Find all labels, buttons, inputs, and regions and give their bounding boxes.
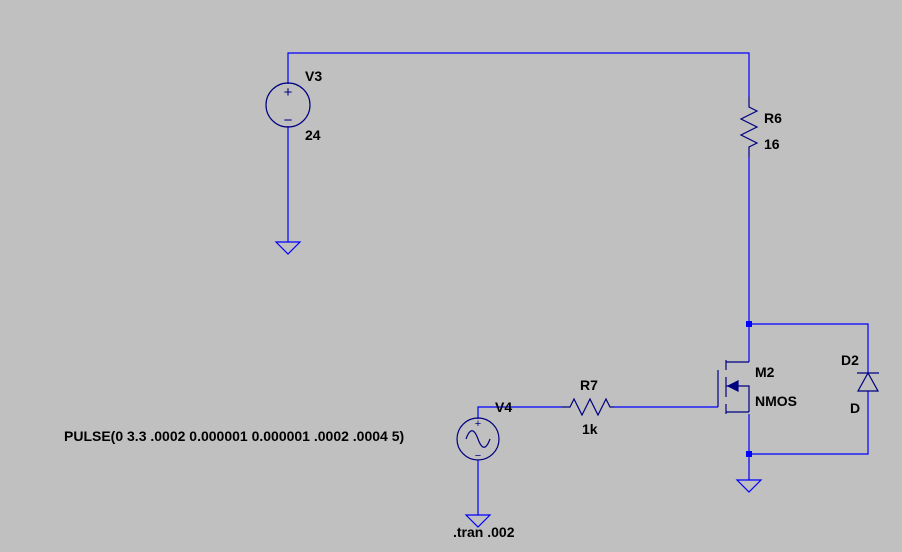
wire-diode-bottom[interactable] — [749, 391, 869, 455]
pulse-source-v4[interactable]: + − — [456, 417, 500, 462]
v4-name-label[interactable]: V4 — [495, 399, 512, 415]
sine-source-icon — [456, 417, 500, 461]
junction-source — [746, 451, 752, 457]
tran-directive[interactable]: .tran .002 — [453, 524, 515, 540]
d2-model-label[interactable]: D — [850, 400, 860, 416]
wire-v4-r7[interactable] — [477, 406, 562, 419]
minus-sign: − — [284, 112, 293, 129]
r7-value-label[interactable]: 1k — [582, 421, 598, 437]
r7-name-label[interactable]: R7 — [580, 377, 598, 393]
v4-value-label[interactable]: PULSE(0 3.3 .0002 0.000001 0.000001 .000… — [64, 428, 404, 444]
voltage-source-v3[interactable]: + − — [265, 82, 311, 129]
resistor-icon — [562, 397, 614, 417]
resistor-r7[interactable] — [562, 397, 614, 417]
m2-model-label[interactable]: NMOS — [755, 393, 797, 409]
wires — [287, 52, 869, 515]
plus-sign: + — [475, 418, 481, 430]
sine-wave-icon — [465, 430, 491, 448]
ground-icon — [735, 479, 763, 493]
wire-diode-top[interactable] — [749, 323, 869, 373]
r6-value-label[interactable]: 16 — [764, 136, 780, 152]
resistor-icon — [739, 97, 759, 157]
nmos-transistor-m2[interactable] — [717, 360, 750, 414]
wire-top[interactable] — [287, 52, 750, 97]
d2-name-label[interactable]: D2 — [841, 352, 859, 368]
body-arrow-icon — [726, 380, 739, 392]
v3-value-label[interactable]: 24 — [305, 127, 321, 143]
junction-drain — [746, 321, 752, 327]
ground-icon — [274, 241, 302, 255]
v3-name-label[interactable]: V3 — [305, 68, 322, 84]
diode-d2[interactable] — [856, 371, 880, 392]
plus-sign: + — [284, 84, 293, 101]
voltage-source-icon — [265, 82, 311, 128]
r6-name-label[interactable]: R6 — [764, 110, 782, 126]
diode-icon — [856, 371, 880, 392]
m2-name-label[interactable]: M2 — [755, 364, 775, 380]
ground-icon — [464, 514, 492, 528]
resistor-r6[interactable] — [739, 97, 759, 157]
minus-sign: − — [475, 450, 481, 462]
